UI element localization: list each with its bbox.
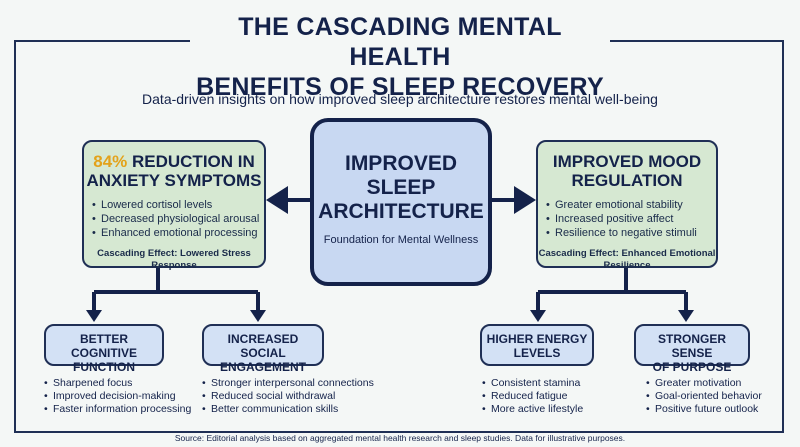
cognitive-title-line-1: BETTER COGNITIVE (70, 332, 137, 360)
list-item: Greater emotional stability (555, 198, 716, 212)
purpose-title-line-1: STRONGER SENSE (657, 332, 726, 360)
mood-cascade: Cascading Effect: Enhanced Emotional Res… (538, 248, 716, 271)
list-item: Reduced fatigue (491, 390, 583, 403)
box-energy-levels: HIGHER ENERGY LEVELS (480, 324, 594, 366)
list-item: Reduced social withdrawal (211, 390, 374, 403)
title-line-1: THE CASCADING MENTAL HEALTH (238, 13, 562, 71)
box-cognitive-function: BETTER COGNITIVE FUNCTION (44, 324, 164, 374)
anxiety-points: Lowered cortisol levels Decreased physio… (84, 198, 264, 240)
purpose-points: Greater motivation Goal-oriented behavio… (644, 377, 762, 416)
mood-title-line-1: IMPROVED MOOD (552, 152, 702, 171)
center-box-improved-sleep: IMPROVED SLEEP ARCHITECTURE Foundation f… (310, 118, 492, 286)
box-mood-regulation: IMPROVED MOOD REGULATION Greater emotion… (536, 140, 718, 271)
anxiety-title-line-2: ANXIETY SYMPTOMS (86, 171, 262, 190)
mood-title-line-2: REGULATION (571, 171, 683, 190)
anxiety-percent: 84% (93, 152, 128, 171)
title-line-2: BENEFITS OF SLEEP RECOVERY (196, 73, 604, 101)
center-title-line-2: SLEEP (366, 176, 436, 199)
box-sense-of-purpose: STRONGER SENSE OF PURPOSE (634, 324, 750, 374)
cognitive-title-line-2: FUNCTION (73, 360, 135, 374)
list-item: Stronger interpersonal connections (211, 377, 374, 390)
list-item: Better communication skills (211, 403, 374, 416)
list-item: More active lifestyle (491, 403, 583, 416)
list-item: Lowered cortisol levels (101, 198, 264, 212)
list-item: Resilience to negative stimuli (555, 226, 716, 240)
list-item: Enhanced emotional processing (101, 226, 264, 240)
energy-title-line-2: LEVELS (513, 346, 561, 360)
anxiety-title-rest: REDUCTION IN (127, 152, 255, 171)
list-item: Decreased physiological arousal (101, 212, 264, 226)
center-title-line-1: IMPROVED (344, 152, 457, 175)
source-note: Source: Editorial analysis based on aggr… (174, 433, 626, 443)
center-subtitle: Foundation for Mental Wellness (323, 234, 479, 246)
social-title-line-1: INCREASED SOCIAL (227, 332, 299, 360)
social-points: Stronger interpersonal connections Reduc… (200, 377, 374, 416)
list-item: Consistent stamina (491, 377, 583, 390)
cognitive-points: Sharpened focus Improved decision-making… (42, 377, 191, 416)
purpose-title-line-2: OF PURPOSE (652, 360, 732, 374)
anxiety-cascade: Cascading Effect: Lowered Stress Respons… (97, 248, 251, 271)
list-item: Faster information processing (53, 403, 191, 416)
list-item: Positive future outlook (655, 403, 762, 416)
center-title-line-3: ARCHITECTURE (318, 200, 484, 223)
list-item: Improved decision-making (53, 390, 191, 403)
box-social-engagement: INCREASED SOCIAL ENGAGEMENT (202, 324, 324, 374)
list-item: Increased positive affect (555, 212, 716, 226)
box-anxiety-reduction: 84% REDUCTION IN ANXIETY SYMPTOMS Lowere… (82, 140, 266, 271)
list-item: Sharpened focus (53, 377, 191, 390)
list-item: Goal-oriented behavior (655, 390, 762, 403)
list-item: Greater motivation (655, 377, 762, 390)
subtitle: Data-driven insights on how improved sle… (142, 91, 658, 107)
energy-points: Consistent stamina Reduced fatigue More … (480, 377, 583, 416)
social-title-line-2: ENGAGEMENT (219, 360, 306, 374)
energy-title-line-1: HIGHER ENERGY (486, 332, 588, 346)
title-block: THE CASCADING MENTAL HEALTH BENEFITS OF … (190, 12, 610, 102)
mood-points: Greater emotional stability Increased po… (538, 198, 716, 240)
